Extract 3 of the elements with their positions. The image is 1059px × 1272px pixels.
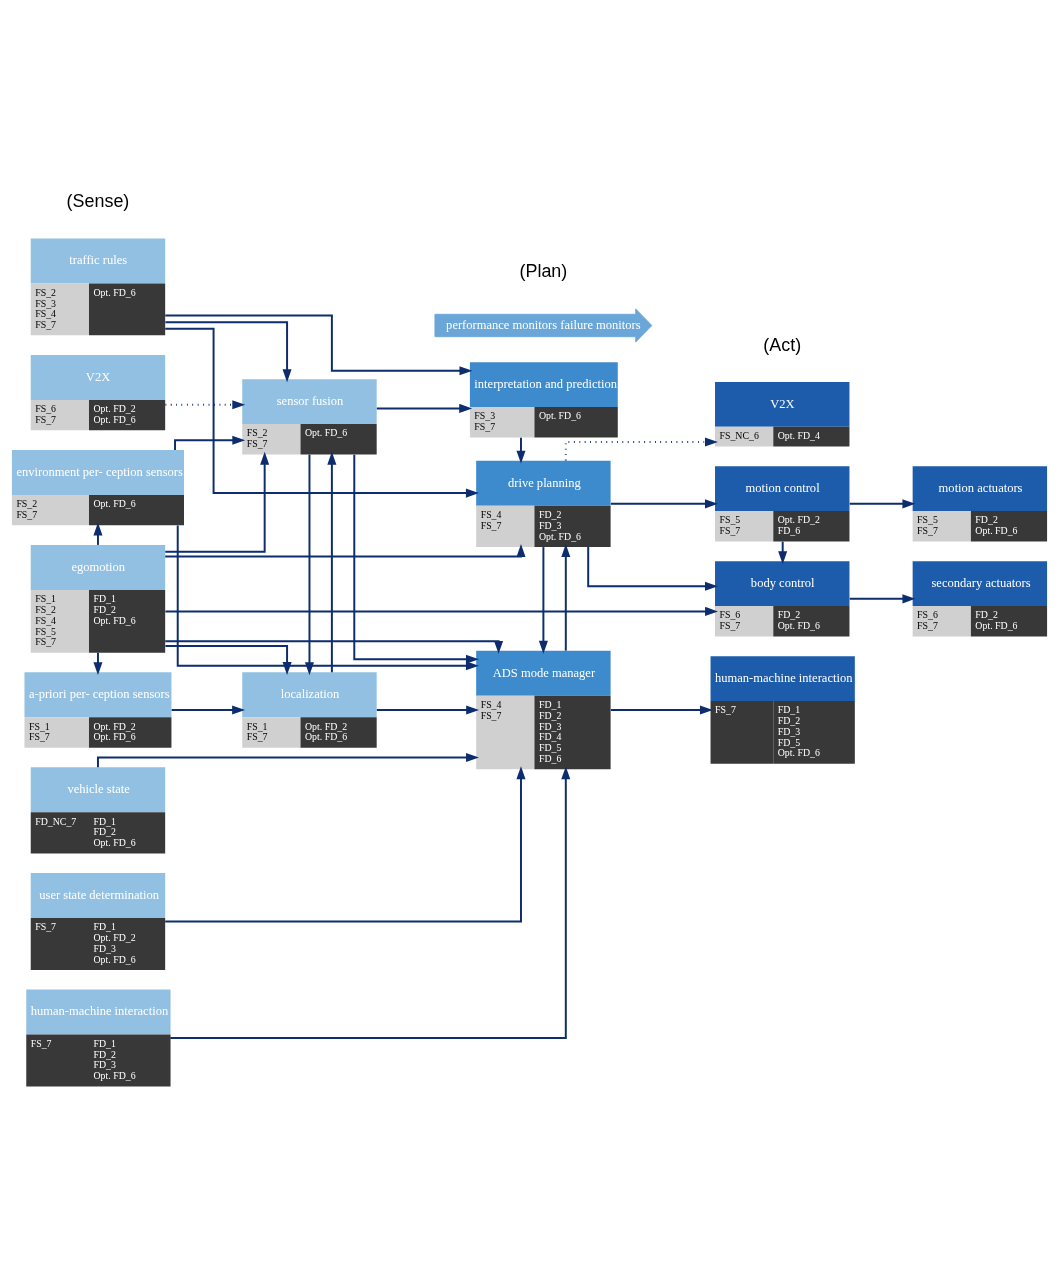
label: (Sense): [66, 190, 130, 211]
label: (Plan): [519, 260, 568, 281]
label: (Act): [763, 334, 802, 355]
